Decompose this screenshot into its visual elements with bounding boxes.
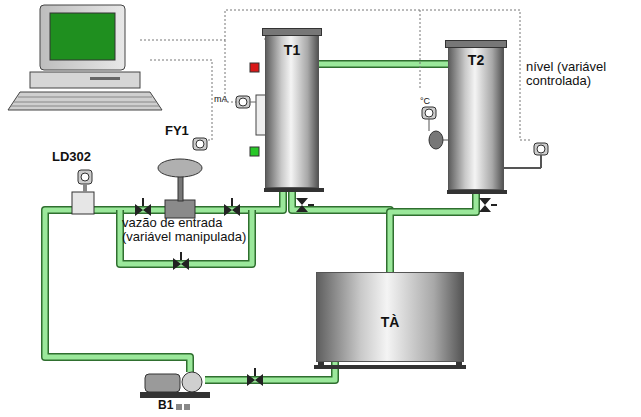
temperature-transmitter-part bbox=[425, 109, 433, 117]
tank-legs bbox=[264, 188, 507, 369]
label: mA bbox=[214, 92, 228, 106]
hand-valves-part bbox=[308, 204, 314, 206]
computer-part bbox=[8, 92, 162, 110]
computer-part bbox=[30, 72, 140, 88]
pump-b1-part bbox=[182, 372, 202, 392]
computer-part bbox=[40, 5, 125, 70]
pipe-stroke bbox=[292, 188, 390, 272]
hand-valves-part bbox=[142, 198, 144, 206]
computer-part bbox=[50, 13, 115, 60]
indicator-lights bbox=[250, 63, 259, 156]
pump-b1-part bbox=[184, 404, 190, 410]
hand-valves-part bbox=[296, 198, 308, 212]
inlet-pipe bbox=[45, 190, 335, 380]
heater-part bbox=[236, 96, 250, 108]
temperature-transmitter-part bbox=[429, 119, 448, 140]
signal-lines-part bbox=[225, 40, 236, 102]
signal-lines-part bbox=[420, 10, 421, 90]
control-valve-fy1-part bbox=[158, 159, 202, 177]
tank-label: T2 bbox=[468, 52, 484, 68]
pipe-stroke bbox=[292, 188, 390, 272]
tank-cap bbox=[445, 40, 507, 48]
level-transmitter-part bbox=[534, 143, 548, 155]
inlet-pipe-part bbox=[205, 362, 335, 380]
hand-valves-part bbox=[254, 368, 256, 376]
hand-valves-part bbox=[479, 198, 491, 212]
tank-legs-part bbox=[264, 188, 324, 192]
pipe-stroke bbox=[319, 60, 448, 68]
computer bbox=[8, 5, 162, 110]
control-valve-fy1-part bbox=[193, 138, 207, 150]
tank-legs-part bbox=[314, 365, 466, 369]
label: °C bbox=[420, 94, 430, 108]
label: vazão de entrada (variável manipulada) bbox=[122, 216, 257, 244]
flow-transmitter-ld302-part bbox=[72, 192, 94, 214]
indicator-lights-part bbox=[250, 63, 259, 72]
indicator-lights-part bbox=[250, 147, 259, 156]
pump-b1-part bbox=[140, 392, 210, 398]
tank-legs-part bbox=[447, 190, 507, 194]
hand-valves-part bbox=[231, 198, 233, 206]
temperature-transmitter-part bbox=[429, 131, 443, 149]
inlet-pipe-part bbox=[205, 362, 335, 380]
level-transmitter bbox=[503, 143, 548, 168]
tank-label: TÀ bbox=[381, 314, 400, 330]
label: B1 bbox=[158, 398, 173, 412]
level-transmitter-part bbox=[503, 155, 541, 168]
inlet-pipe-part bbox=[45, 190, 283, 372]
temperature-transmitter-part bbox=[422, 107, 436, 119]
heater-part bbox=[239, 98, 247, 106]
pipe-stroke bbox=[319, 62, 448, 67]
flow-transmitter-ld302-part bbox=[78, 170, 92, 184]
pipe-stroke bbox=[390, 190, 476, 272]
signal-lines-part bbox=[150, 60, 212, 140]
label: nível (variável controlada) bbox=[526, 60, 636, 88]
pump-b1 bbox=[140, 372, 210, 410]
pump-b1-part bbox=[176, 404, 182, 410]
pipe-stroke bbox=[390, 190, 476, 272]
computer-part bbox=[11, 97, 159, 106]
control-valve-fy1-part bbox=[196, 140, 204, 148]
tank: T1 bbox=[265, 32, 319, 188]
tank-label: T1 bbox=[284, 42, 300, 58]
label: FY1 bbox=[165, 124, 189, 138]
computer-part bbox=[90, 77, 120, 80]
tank-cap bbox=[262, 28, 322, 36]
pipe bbox=[292, 188, 390, 272]
control-valve-fy1-part bbox=[178, 175, 183, 201]
pump-b1-part bbox=[145, 374, 180, 392]
heater-part bbox=[250, 102, 256, 103]
label: LD302 bbox=[52, 150, 91, 164]
temperature-transmitter bbox=[422, 107, 448, 149]
flow-transmitter-ld302 bbox=[72, 170, 94, 214]
pipe bbox=[390, 190, 476, 272]
hand-valves-part bbox=[491, 204, 497, 206]
control-valve-fy1 bbox=[158, 138, 207, 218]
hand-valves-part bbox=[180, 252, 182, 260]
flow-transmitter-ld302-part bbox=[81, 173, 89, 181]
flow-transmitter-ld302-part bbox=[83, 184, 87, 192]
tank: TÀ bbox=[316, 272, 464, 362]
level-transmitter-part bbox=[537, 145, 545, 153]
pipe bbox=[319, 64, 448, 65]
inlet-pipe-part bbox=[45, 190, 283, 372]
tank: T2 bbox=[448, 44, 504, 190]
